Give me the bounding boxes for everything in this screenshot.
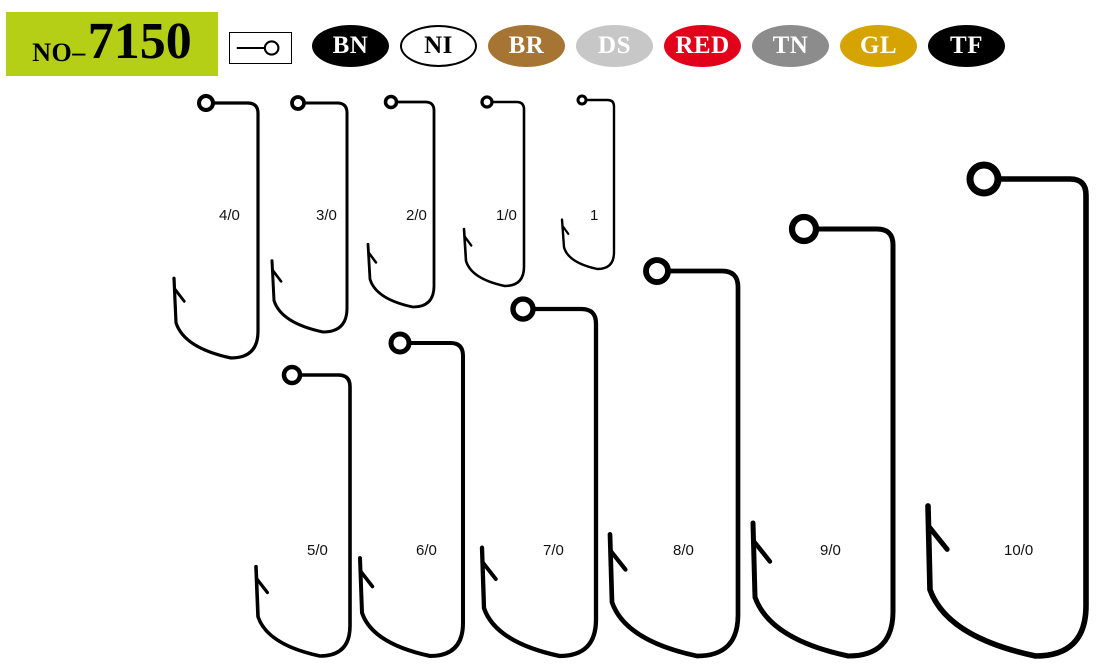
size-label-7-0: 7/0: [543, 542, 564, 559]
finish-badge-tf: TF: [928, 25, 1005, 67]
size-label-1: 1: [590, 207, 599, 224]
hook-shank: [560, 98, 616, 271]
size-label-8-0: 8/0: [673, 542, 694, 559]
finish-code: BR: [508, 32, 545, 59]
hook-6-0: [358, 331, 465, 658]
finish-badge-ds: DS: [576, 25, 653, 67]
hook-eye: [281, 364, 303, 386]
hook-5-0: [254, 364, 352, 658]
finish-code: GL: [859, 32, 898, 59]
finish-code: TN: [772, 32, 809, 59]
hook-eye: [383, 94, 399, 110]
finish-badge-tn: TN: [752, 25, 829, 67]
finish-badge-br: BR: [488, 25, 565, 67]
size-label-4-0: 4/0: [219, 207, 240, 224]
hook-shank: [366, 100, 436, 309]
hook-shank: [925, 176, 1089, 659]
hook-4-0: [172, 94, 260, 360]
hook-barb: [463, 235, 473, 247]
size-label-6-0: 6/0: [416, 542, 437, 559]
hook-10-0: [925, 161, 1089, 659]
size-label-1-0: 1/0: [496, 207, 517, 224]
hook-barb: [608, 549, 628, 572]
hook-eye: [480, 95, 494, 109]
size-label-3-0: 3/0: [316, 207, 337, 224]
hook-barb: [926, 524, 950, 552]
hook-eye: [788, 213, 820, 245]
hook-1-0: [462, 95, 526, 288]
size-label-9-0: 9/0: [820, 542, 841, 559]
finish-list: BN NI BR DS RED TN GL TF: [312, 25, 1005, 67]
hook-layer: [172, 94, 1089, 659]
hook-7-0: [479, 296, 599, 659]
hook-barb: [561, 225, 570, 235]
size-label-2-0: 2/0: [406, 207, 427, 224]
hook-8-0: [607, 257, 741, 659]
hook-barb: [173, 287, 186, 303]
finish-code: DS: [598, 32, 631, 59]
finish-code: BN: [332, 32, 369, 59]
hook-eye: [388, 331, 412, 355]
finish-badge-bn: BN: [312, 25, 389, 67]
finish-code: TF: [950, 32, 983, 59]
finish-badge-ni: NI: [400, 25, 477, 67]
hook-eye: [576, 94, 588, 106]
model-prefix: NO–: [32, 38, 86, 67]
size-label-5-0: 5/0: [307, 542, 328, 559]
hook-barb: [481, 560, 498, 581]
hook-shank: [607, 268, 741, 659]
hook-2-0: [366, 94, 436, 309]
hook-eye: [510, 296, 536, 322]
hook-barb: [255, 577, 269, 595]
hook-shank: [462, 100, 526, 288]
finish-badge-red: RED: [664, 25, 741, 67]
hook-shank: [479, 306, 599, 659]
hook-barb: [751, 539, 773, 564]
hook-eye: [197, 94, 215, 112]
ring-eye-icon: [229, 32, 292, 64]
hook-shank: [750, 226, 896, 659]
hook-1: [560, 94, 616, 271]
hook-shank: [254, 373, 352, 658]
finish-code: RED: [675, 32, 730, 59]
hook-9-0: [750, 213, 896, 659]
finish-badge-gl: GL: [840, 25, 917, 67]
hook-barb: [359, 569, 375, 589]
hook-shank: [358, 341, 465, 658]
model-number: 7150: [87, 13, 192, 71]
hook-eye: [966, 161, 1002, 197]
finish-code: NI: [424, 32, 453, 59]
hook-barb: [271, 269, 283, 283]
size-label-10-0: 10/0: [1004, 542, 1034, 559]
model-number-badge: NO– 7150: [6, 12, 218, 76]
hook-eye: [643, 257, 671, 285]
hook-eye: [290, 95, 306, 111]
hook-shank: [172, 101, 260, 360]
hook-barb: [367, 251, 378, 264]
